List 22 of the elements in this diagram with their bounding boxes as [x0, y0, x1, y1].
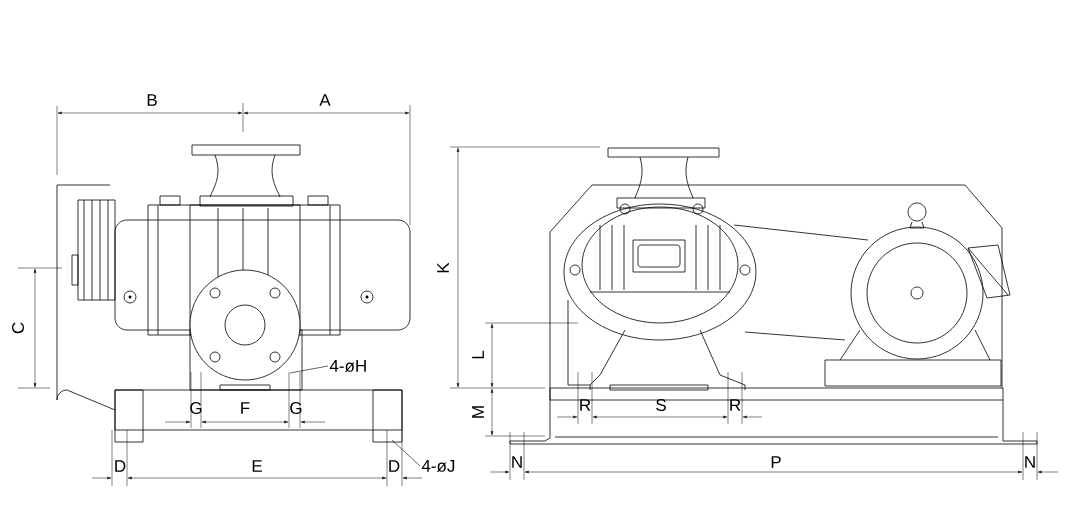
dimension-label: G [290, 402, 302, 415]
dimension-label: R [730, 399, 741, 411]
dimension-label: D [389, 460, 400, 472]
dimension-label: L [472, 350, 484, 359]
dimension-label: F [241, 402, 250, 414]
dimension-label: S [656, 399, 666, 412]
leader-line [391, 439, 421, 467]
dimension-label: R [580, 399, 591, 411]
dimension-label: K [437, 262, 449, 273]
dimension-label: P [771, 456, 781, 468]
dimension-label: M [472, 406, 484, 418]
dimension-label: N [512, 456, 522, 468]
dimension-label: D [115, 460, 126, 472]
dimension-label: B [147, 94, 157, 106]
callout-label: 4-øJ [421, 460, 455, 472]
leader-line [289, 365, 329, 374]
dimension-label: A [319, 94, 331, 106]
dimension-label: G [190, 402, 202, 415]
dimension-label: C [12, 322, 25, 334]
dimension-label: N [1025, 456, 1035, 468]
dimension-label: E [252, 460, 262, 472]
callout-label: 4-øH [329, 360, 366, 372]
